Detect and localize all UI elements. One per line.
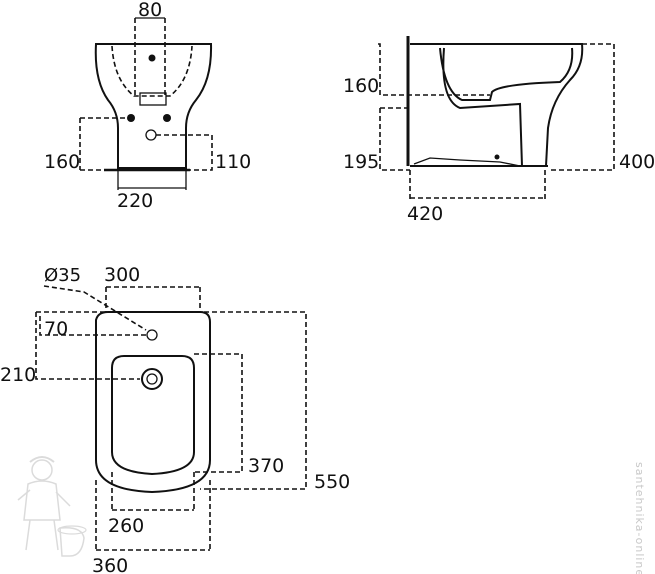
side-dim-lines bbox=[378, 43, 615, 200]
top-outline bbox=[95, 311, 211, 494]
front-drain bbox=[145, 129, 157, 141]
front-dim-80-lines bbox=[134, 18, 166, 96]
front-hole-top bbox=[148, 54, 156, 62]
front-bowl-inner bbox=[111, 45, 193, 97]
side-base-detail bbox=[413, 157, 521, 167]
top-dim-70: 70 bbox=[44, 318, 68, 340]
top-dim-300: 300 bbox=[104, 264, 140, 286]
side-dim-160: 160 bbox=[343, 75, 379, 97]
top-bowl bbox=[111, 355, 195, 476]
top-dim-370: 370 bbox=[248, 455, 284, 477]
top-view: Ø35 300 70 210 370 550 260 360 bbox=[0, 264, 350, 574]
front-view: 80 160 110 220 bbox=[44, 0, 251, 212]
side-dim-420: 420 bbox=[407, 203, 443, 225]
top-dim-260: 260 bbox=[108, 515, 144, 537]
front-dim-220: 220 bbox=[117, 190, 153, 212]
front-dim-110: 110 bbox=[215, 151, 251, 173]
side-view: 160 195 400 420 bbox=[343, 36, 655, 225]
top-dim-hole: Ø35 bbox=[44, 265, 81, 286]
front-dim-160: 160 bbox=[44, 151, 80, 173]
front-fitting bbox=[139, 92, 167, 106]
side-dim-400: 400 bbox=[619, 151, 655, 173]
top-drain-inner bbox=[146, 373, 158, 385]
top-dim-360: 360 bbox=[92, 555, 128, 574]
front-dim-80: 80 bbox=[138, 0, 162, 21]
top-dim-hole-leader bbox=[43, 285, 147, 331]
side-bowl-lower bbox=[442, 47, 523, 167]
top-dim-210: 210 bbox=[0, 364, 36, 386]
front-hole-right bbox=[163, 114, 171, 122]
watermark-plumber-logo bbox=[17, 456, 87, 557]
front-dim-160-lines bbox=[79, 117, 130, 171]
front-dim-110-lines bbox=[156, 134, 213, 171]
watermark-text: santehnika-online bbox=[633, 462, 646, 574]
front-dim-220-lines bbox=[117, 170, 187, 190]
top-dim-lines bbox=[35, 286, 307, 551]
top-drain-outer bbox=[141, 368, 163, 390]
side-rim bbox=[410, 43, 584, 167]
side-bowl-inner bbox=[439, 47, 574, 101]
front-hole-left bbox=[127, 114, 135, 122]
side-drain-dot bbox=[494, 154, 500, 160]
side-dim-195: 195 bbox=[343, 151, 379, 173]
top-tap-hole bbox=[146, 329, 158, 341]
top-dim-550: 550 bbox=[314, 471, 350, 493]
front-bowl-outline bbox=[94, 43, 213, 169]
